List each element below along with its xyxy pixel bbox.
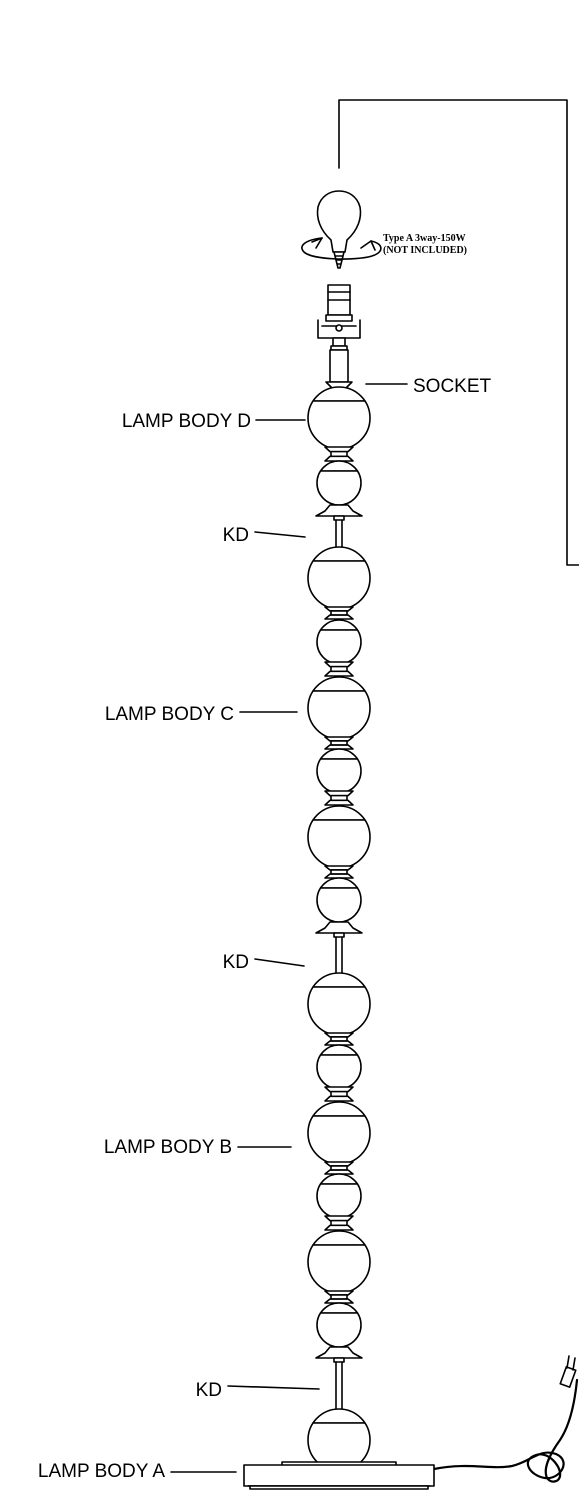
lamp-body-b-collar-3-lower — [324, 1169, 354, 1175]
lamp-body-b-collar-1-lower — [324, 1040, 354, 1046]
kd-joint-2-nut — [333, 932, 345, 938]
lamp-body-b-ball-1 — [307, 972, 371, 1036]
label-lamp-body-b: LAMP BODY B — [103, 1137, 232, 1158]
lamp-body-b-collar-5-lower — [324, 1298, 354, 1304]
lamp-body-b-ball-2 — [316, 1044, 362, 1090]
lamp-body-d-collar-1-lower — [324, 455, 354, 462]
lamp-body-c-collar-2 — [324, 661, 354, 668]
label-lamp-body-a: LAMP BODY A — [37, 1461, 165, 1482]
bulb-included-line: (NOT INCLUDED) — [383, 245, 467, 256]
lamp-body-b-collar-1 — [324, 1032, 354, 1038]
lamp-body-d-collar-1 — [324, 446, 354, 453]
lamp-body-c-collar-4-lower — [324, 799, 354, 806]
leader-line-kd-3 — [227, 1385, 320, 1390]
lamp-body-b-collar-4-lower — [324, 1224, 354, 1231]
lamp-body-b-collar-4 — [324, 1215, 354, 1222]
kd-joint-1-nut — [333, 515, 345, 521]
lamp-body-c-collar-1 — [324, 606, 354, 612]
leader-line-kd-2 — [254, 958, 305, 967]
lamp-body-c-ball-6 — [316, 877, 362, 923]
lamp-body-c-collar-3 — [324, 736, 354, 742]
light-bulb-icon — [301, 190, 382, 269]
label-kd-3: KD — [195, 1380, 222, 1401]
lamp-body-c-collar-5-lower — [324, 873, 354, 879]
bulb-type-note: Type A 3way-150W (NOT INCLUDED) — [383, 233, 467, 257]
label-lamp-body-d: LAMP BODY D — [121, 411, 251, 432]
lamp-body-c-collar-1-lower — [324, 614, 354, 620]
bulb-type-line: Type A 3way-150W — [383, 233, 466, 244]
lamp-body-d-ball-2 — [316, 460, 362, 506]
lamp-body-b-ball-5 — [307, 1230, 371, 1294]
harp-outline-line — [338, 99, 579, 566]
lamp-body-c-collar-4 — [324, 790, 354, 797]
lamp-body-b-collar-3 — [324, 1161, 354, 1167]
kd-joint-3-flange — [315, 1346, 363, 1359]
label-kd-1: KD — [222, 525, 249, 546]
lamp-body-c-ball-3 — [307, 676, 371, 740]
kd-joint-1-flange — [315, 504, 363, 517]
lamp-base-plate — [243, 1464, 435, 1487]
rotate-arrow-icon — [301, 237, 382, 260]
label-lamp-body-c: LAMP BODY C — [104, 704, 234, 725]
lamp-body-c-collar-2-lower — [324, 670, 354, 677]
lamp-body-b-collar-2 — [324, 1086, 354, 1093]
lamp-body-c-ball-1 — [307, 546, 371, 610]
lamp-body-c-collar-5 — [324, 865, 354, 871]
lamp-body-b-collar-5 — [324, 1290, 354, 1296]
lamp-body-b-ball-4 — [316, 1173, 362, 1219]
lamp-body-c-ball-2 — [316, 619, 362, 665]
lamp-base-foot — [249, 1485, 429, 1490]
leader-line-kd-1 — [254, 531, 306, 538]
lamp-body-c-collar-3-lower — [324, 744, 354, 750]
lamp-body-c-ball-5 — [307, 805, 371, 869]
label-kd-2: KD — [222, 952, 249, 973]
socket-assembly — [317, 284, 361, 389]
lamp-body-b-collar-2-lower — [324, 1095, 354, 1102]
label-socket: SOCKET — [413, 376, 492, 397]
power-cord — [432, 1378, 579, 1483]
lamp-body-d-ball-1 — [307, 386, 371, 450]
lamp-body-c-ball-4 — [316, 748, 362, 794]
plug-icon — [559, 1355, 577, 1388]
lamp-body-b-ball-6 — [316, 1302, 362, 1348]
kd-joint-3-nut — [333, 1357, 345, 1363]
kd-joint-2-flange — [315, 921, 363, 934]
lamp-body-b-ball-3 — [307, 1101, 371, 1165]
